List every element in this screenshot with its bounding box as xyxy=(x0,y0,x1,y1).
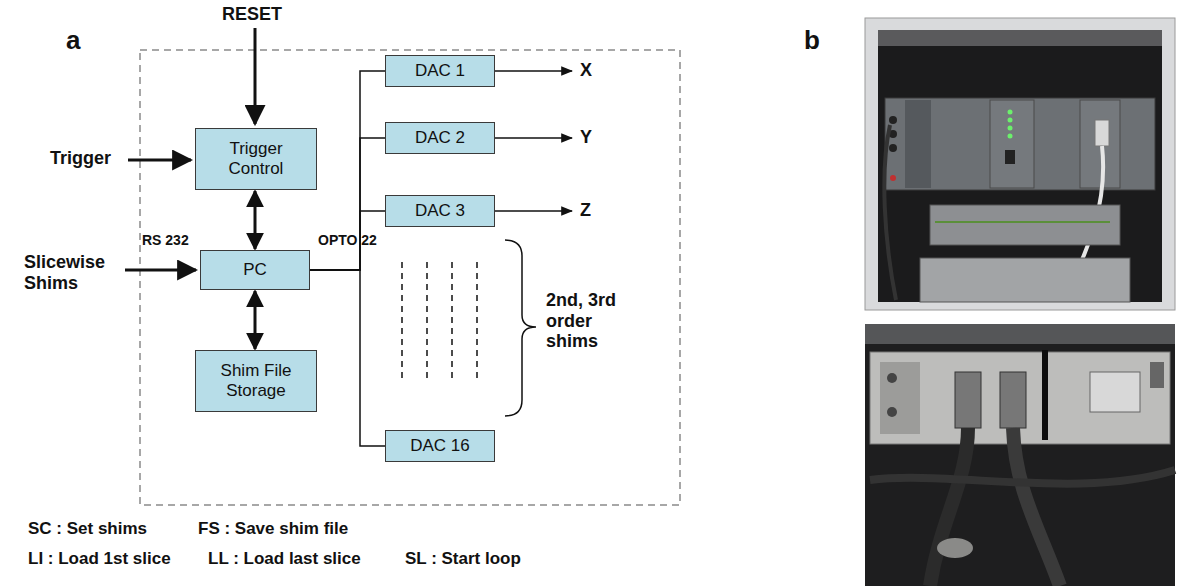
output-name: Z xyxy=(580,200,591,221)
output-name: Y xyxy=(580,127,592,148)
rack-photo-bottom xyxy=(865,324,1175,586)
dac-box: DAC 16 xyxy=(385,430,495,462)
port-name: RS 232 xyxy=(142,232,189,248)
command-note: SC : Set shims xyxy=(28,519,147,539)
data-arrow xyxy=(254,291,257,349)
shim-group-label: 2nd, 3rd order shims xyxy=(546,290,646,352)
process-box: Shim File Storage xyxy=(195,350,317,412)
dac-box: DAC 1 xyxy=(385,55,495,87)
system-boundary xyxy=(140,50,680,505)
rack-photo-top xyxy=(865,18,1175,310)
box-text: DAC 3 xyxy=(415,201,465,221)
reset-arrow xyxy=(254,28,257,124)
trigger-arrow xyxy=(128,159,191,162)
box-text: DAC 1 xyxy=(415,61,465,81)
command-note: LL : Load last slice xyxy=(208,549,361,569)
slicewise-arrow xyxy=(125,269,196,272)
bus-line xyxy=(310,270,385,446)
bus-line xyxy=(310,138,385,270)
process-box: PC xyxy=(200,250,310,290)
signal-name: Trigger xyxy=(50,148,111,169)
panel-letter: b xyxy=(804,26,820,56)
process-box: Trigger Control xyxy=(195,128,317,190)
ellipsis-dashes xyxy=(402,262,477,378)
box-text: DAC 16 xyxy=(410,436,470,456)
y-output-arrow xyxy=(495,137,572,139)
data-arrow xyxy=(254,191,257,249)
command-note: SL : Start loop xyxy=(405,549,521,569)
dac-box: DAC 2 xyxy=(385,122,495,154)
box-text: PC xyxy=(243,260,267,280)
command-note: LI : Load 1st slice xyxy=(28,549,171,569)
signal-name: RESET xyxy=(222,4,282,25)
bus-line xyxy=(310,211,385,270)
command-note: FS : Save shim file xyxy=(198,519,348,539)
output-name: X xyxy=(580,60,592,81)
x-output-arrow xyxy=(495,70,572,72)
dac-box: DAC 3 xyxy=(385,195,495,227)
box-text: DAC 2 xyxy=(415,128,465,148)
input-name: Slicewise Shims xyxy=(24,252,120,293)
box-text: Shim File Storage xyxy=(202,361,310,400)
z-output-arrow xyxy=(495,210,572,212)
shim-brace xyxy=(505,240,536,416)
port-name: OPTO 22 xyxy=(318,232,377,248)
box-text: Trigger Control xyxy=(202,139,310,178)
bus-line xyxy=(310,71,385,270)
panel-letter: a xyxy=(66,26,80,56)
